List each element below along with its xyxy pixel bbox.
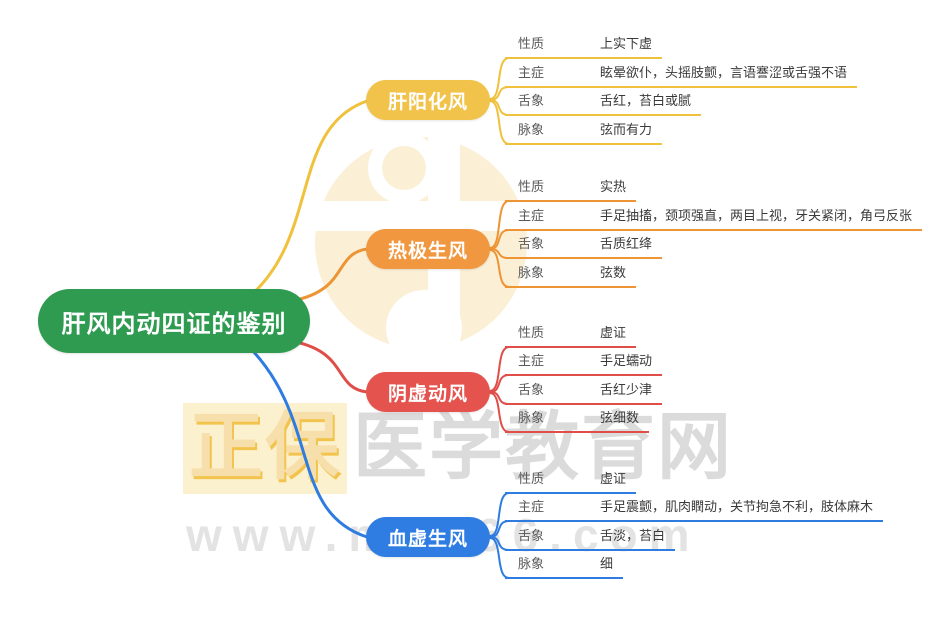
row-label: 舌象 xyxy=(518,93,545,108)
detail-row: 性质 虚证 xyxy=(505,325,637,348)
row-value: 细 xyxy=(600,556,614,571)
watermark-brand-primary: 正保 xyxy=(183,403,347,494)
row-label: 舌象 xyxy=(518,382,545,397)
watermark-brand-secondary: 医学教育网 xyxy=(353,405,733,488)
row-label: 性质 xyxy=(518,36,545,51)
row-value: 舌淡，苔白 xyxy=(600,528,666,543)
detail-row: 脉象 弦数 xyxy=(505,265,637,288)
row-value: 手足蠕动 xyxy=(600,353,653,368)
row-label: 主症 xyxy=(518,65,545,80)
row-value: 弦而有力 xyxy=(600,122,653,137)
detail-row: 主症 手足抽搐，颈项强直，两目上视，牙关紧闭，角弓反张 xyxy=(505,208,923,231)
detail-row: 脉象 细 xyxy=(505,556,624,579)
row-label: 主症 xyxy=(518,499,545,514)
row-label: 脉象 xyxy=(518,556,545,571)
row-label: 主症 xyxy=(518,208,545,223)
row-label: 性质 xyxy=(518,325,545,340)
row-label: 脉象 xyxy=(518,122,545,137)
detail-row: 舌象 舌淡，苔白 xyxy=(505,528,676,551)
row-label: 舌象 xyxy=(518,236,545,251)
detail-row: 舌象 舌红少津 xyxy=(505,382,663,405)
row-value: 眩晕欲仆，头摇肢颤，言语謇涩或舌强不语 xyxy=(600,65,848,80)
detail-row: 主症 眩晕欲仆，头摇肢颤，言语謇涩或舌强不语 xyxy=(505,65,858,88)
branch-node-ganyanghuafeng: 肝阳化风 xyxy=(366,80,490,120)
row-value: 手足抽搐，颈项强直，两目上视，牙关紧闭，角弓反张 xyxy=(600,208,913,223)
detail-row: 性质 实热 xyxy=(505,179,637,202)
detail-row: 脉象 弦细数 xyxy=(505,410,650,433)
detail-row: 舌象 舌红，苔白或腻 xyxy=(505,93,702,116)
detail-row: 脉象 弦而有力 xyxy=(505,122,663,145)
row-label: 舌象 xyxy=(518,528,545,543)
row-value: 舌质红绛 xyxy=(600,236,653,251)
row-value: 舌红少津 xyxy=(600,382,653,397)
branch-node-yinxudongfeng: 阴虚动风 xyxy=(366,372,490,412)
row-value: 弦细数 xyxy=(600,410,640,425)
detail-row: 性质 上实下虚 xyxy=(505,36,663,59)
row-value: 上实下虚 xyxy=(600,36,653,51)
watermark-brand-text: 正保医学教育网 xyxy=(183,403,733,494)
row-value: 虚证 xyxy=(600,325,627,340)
row-label: 脉象 xyxy=(518,265,545,280)
branch-node-rejishengfeng: 热极生风 xyxy=(366,229,490,269)
row-label: 脉象 xyxy=(518,410,545,425)
row-value: 弦数 xyxy=(600,265,627,280)
detail-row: 性质 虚证 xyxy=(505,471,637,494)
row-value: 虚证 xyxy=(600,471,627,486)
root-node: 肝风内动四证的鉴别 xyxy=(38,289,310,353)
row-value: 舌红，苔白或腻 xyxy=(600,93,692,108)
row-value: 手足震颤，肌肉瞤动，关节拘急不利，肢体麻木 xyxy=(600,499,874,514)
row-value: 实热 xyxy=(600,179,627,194)
branch-node-xuexushengfeng: 血虚生风 xyxy=(366,517,490,557)
detail-row: 舌象 舌质红绛 xyxy=(505,236,663,259)
detail-row: 主症 手足震颤，肌肉瞤动，关节拘急不利，肢体麻木 xyxy=(505,499,884,522)
detail-row: 主症 手足蠕动 xyxy=(505,353,663,376)
row-label: 性质 xyxy=(518,471,545,486)
row-label: 主症 xyxy=(518,353,545,368)
row-label: 性质 xyxy=(518,179,545,194)
